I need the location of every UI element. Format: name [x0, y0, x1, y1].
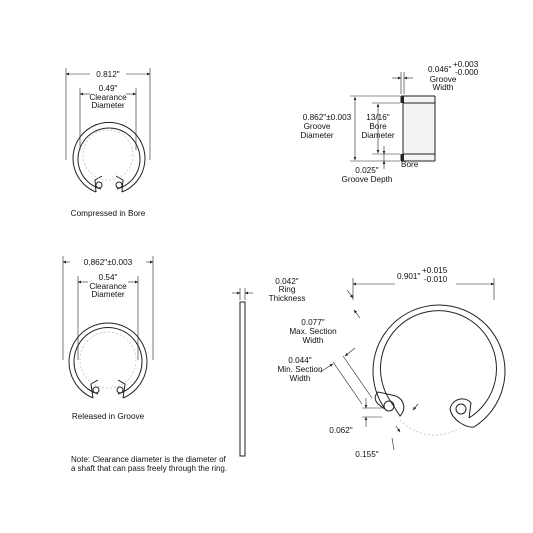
lug-dimension: 0.062": [329, 398, 382, 435]
groove-diameter-value: 0.862"±0.003: [303, 113, 352, 122]
released-clearance-label-1: Clearance: [89, 282, 127, 291]
groove-depth-label: Groove Depth: [342, 175, 393, 184]
thickness-view: 0.042" Ring Thickness: [232, 277, 306, 457]
clearance-note: Note: Clearance diameter is the diameter…: [71, 455, 227, 473]
min-section-label-1: Min. Section: [277, 365, 322, 374]
released-clearance-dimension: 0.54" Clearance Diameter: [77, 273, 139, 360]
groove-bore-body: [400, 95, 436, 162]
compressed-caption: Compressed in Bore: [71, 209, 146, 218]
gap-dimension: 0.155": [355, 403, 419, 459]
groove-bore-tag: Bore: [401, 160, 419, 169]
groove-width-dimension: 0.046" +0.003 -0.000 Groove Width: [392, 60, 479, 94]
groove-width-label-2: Width: [433, 83, 454, 92]
min-section-value: 0.044": [288, 356, 311, 365]
compressed-clearance-dimension: 0.49" Clearance Diameter: [79, 84, 137, 150]
compressed-outer-dim-text: 0.812": [96, 70, 119, 79]
compressed-view: 0.812" 0.49" Clearance Diameter Compress…: [65, 68, 151, 218]
groove-bore-label-1: Bore: [369, 122, 387, 131]
min-section-dimension: 0.044" Min. Section Width: [277, 347, 373, 405]
max-section-dimension: 0.077" Max. Section Width: [289, 289, 361, 345]
gap-value: 0.155": [355, 450, 378, 459]
free-dia-tol-plus: +0.015: [422, 266, 448, 275]
groove-width-label-1: Groove: [430, 75, 457, 84]
free-state-view: 0.901" +0.015 -0.010 0.077" Max. Section…: [277, 266, 506, 459]
released-clearance-label-2: Diameter: [91, 290, 124, 299]
compressed-clearance-label-2: Diameter: [91, 101, 124, 110]
max-section-label-2: Width: [303, 336, 324, 345]
groove-width-tol-minus: -0.000: [455, 68, 479, 77]
thickness-value: 0.042": [275, 277, 298, 286]
groove-section-view: 0.046" +0.003 -0.000 Groove Width 0.862"…: [300, 60, 478, 184]
released-caption: Released in Groove: [72, 412, 145, 421]
compressed-outer-dimension: 0.812": [65, 68, 151, 160]
thickness-label-1: Ring: [279, 285, 296, 294]
groove-bore-diameter-dimension: 13/16" Bore Diameter: [361, 102, 400, 155]
free-dia-dimension: 0.901" +0.015 -0.010: [352, 266, 495, 300]
released-view: 0.862"±0.003 0.54" Clearance Diameter Re…: [62, 256, 154, 421]
free-dia-tol-minus: -0.010: [424, 275, 448, 284]
min-section-label-2: Width: [290, 374, 311, 383]
ring-edge: [239, 301, 246, 457]
compressed-clearance-value: 0.49": [99, 84, 118, 93]
groove-width-value: 0.046": [428, 65, 451, 74]
released-ring: [68, 322, 148, 399]
free-state-ring: [372, 304, 506, 436]
max-section-value: 0.077": [301, 318, 324, 327]
note-line-2: a shaft that can pass freely through the…: [71, 464, 227, 473]
thickness-label-2: Thickness: [269, 294, 306, 303]
groove-diameter-dimension: 0.862"±0.003 Groove Diameter: [300, 95, 400, 162]
max-section-label-1: Max. Section: [289, 327, 337, 336]
groove-diameter-label-1: Groove: [304, 122, 331, 131]
note-line-1: Note: Clearance diameter is the diameter…: [71, 455, 227, 464]
groove-bore-label-2: Diameter: [361, 131, 394, 140]
groove-depth-value: 0.025": [355, 166, 378, 175]
released-outer-dimension: 0.862"±0.003: [62, 256, 154, 360]
groove-width-tol-plus: +0.003: [453, 60, 479, 69]
lug-value: 0.062": [329, 426, 352, 435]
released-outer-dim-text: 0.862"±0.003: [84, 258, 133, 267]
groove-depth-dimension: 0.025" Groove Depth: [342, 146, 393, 184]
compressed-ring: [72, 121, 146, 193]
groove-bore-value: 13/16": [366, 113, 389, 122]
compressed-clearance-label-1: Clearance: [89, 93, 127, 102]
groove-diameter-label-2: Diameter: [300, 131, 333, 140]
free-dia-value: 0.901": [397, 272, 420, 281]
released-clearance-value: 0.54": [99, 273, 118, 282]
